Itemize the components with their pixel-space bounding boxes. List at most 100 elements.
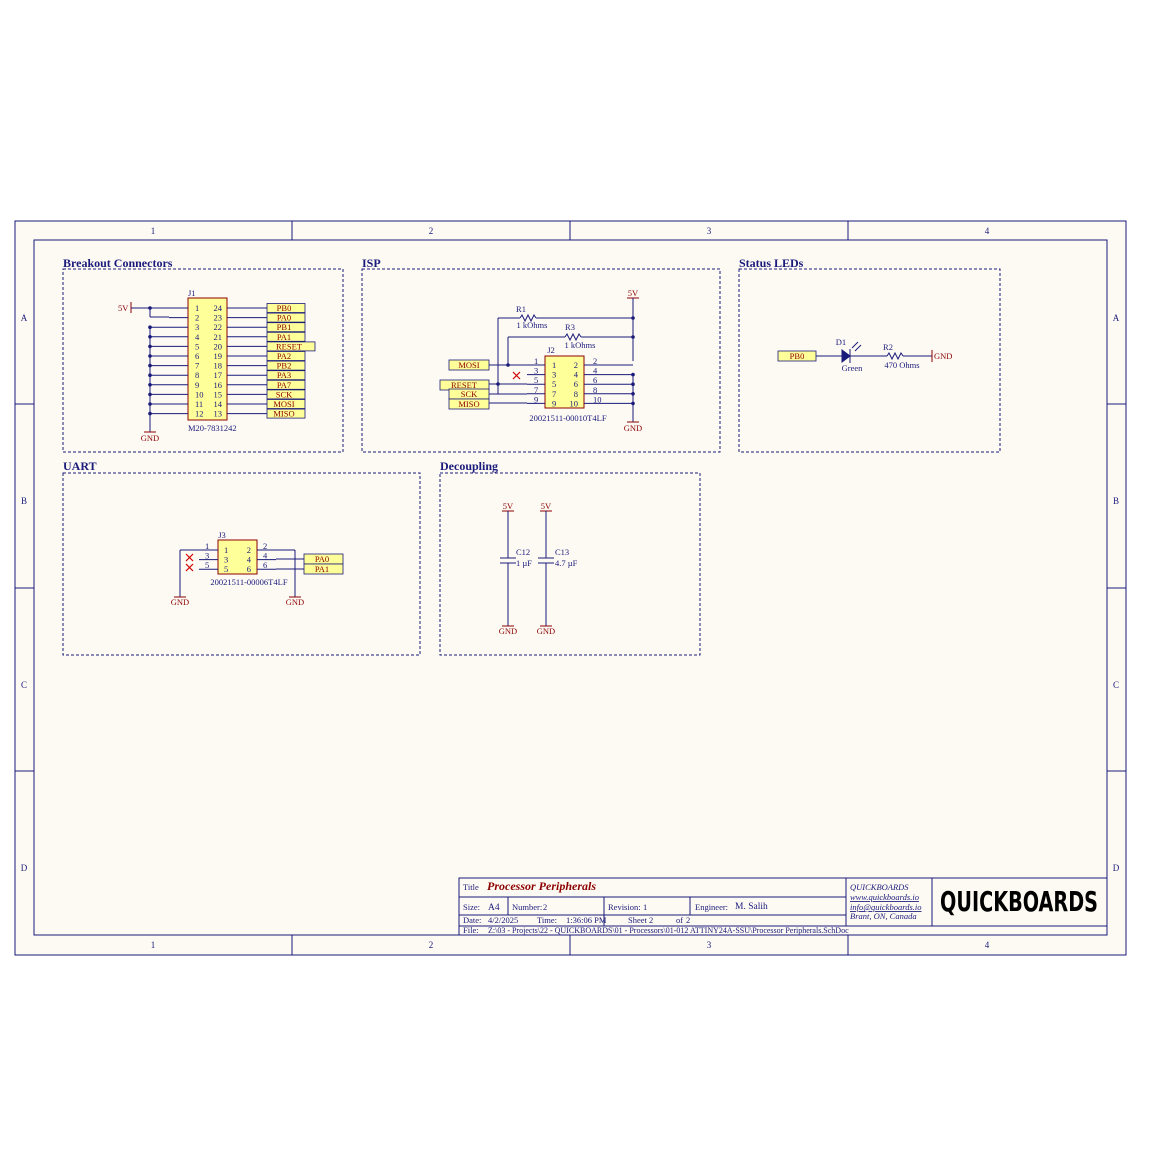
zone-col-1-top: 1 — [151, 226, 156, 236]
r3-value: 1 kOhms — [565, 340, 596, 350]
zone-dividers — [15, 221, 1126, 955]
zone-row-d-left: D — [21, 863, 28, 873]
tb-title: Processor Peripherals — [487, 879, 596, 893]
j1-port-label: MISO — [273, 409, 294, 419]
isp-junction-r1 — [631, 316, 635, 320]
j1-port-label: PA7 — [277, 380, 291, 390]
isp-port-mosi-label: MOSI — [458, 360, 479, 370]
j1-port-miso — [266, 408, 306, 419]
c13-power-label: 5V — [541, 501, 552, 511]
tb-time-label: Time: — [537, 915, 557, 925]
uart-frame — [62, 472, 421, 656]
j1-pin-right-20: 20 — [214, 341, 223, 351]
tb-number: 2 — [543, 902, 547, 912]
r1-resistor — [519, 313, 537, 323]
j1-port-label: PB0 — [277, 303, 292, 313]
status-port-pb0-label: PB0 — [790, 351, 805, 361]
j1-pin-right-13: 13 — [214, 409, 223, 419]
status-section: Status LEDs PB0 D1 Green R2 470 Ohms GND — [738, 256, 1001, 453]
j1-pin-left-12: 12 — [195, 409, 204, 419]
tb-number-label: Number: — [512, 902, 542, 912]
j3-pin-outer-right-6: 6 — [263, 560, 267, 570]
j2-pin-outer-left-5: 5 — [534, 375, 538, 385]
j2-pin-outer-right-4: 4 — [593, 366, 598, 376]
j1-pin-right-19: 19 — [214, 351, 223, 361]
j2-pin-outer-left-9: 9 — [534, 394, 538, 404]
j3-part: 20021511-00006T4LF — [210, 577, 287, 587]
tb-revision: 1 — [643, 902, 647, 912]
c13-name: C13 — [555, 547, 569, 557]
j3-designator: J3 — [218, 530, 226, 540]
j2-pin-inner-right-10: 10 — [570, 398, 579, 408]
decoupling-section: Decoupling 5V GND C12 1 µF 5V GND C13 4.… — [439, 459, 701, 656]
tb-engineer-label: Engineer: — [695, 902, 728, 912]
j1-pin-left-10: 10 — [195, 389, 204, 399]
j1-pin-right-24: 24 — [214, 303, 223, 313]
tb-sheet-label: Sheet — [628, 915, 648, 925]
j2-pin-inner-right-4: 4 — [574, 370, 579, 380]
uart-title: UART — [63, 459, 97, 473]
d1-led-symbol — [841, 349, 851, 363]
isp-port-reset-label: RESET — [451, 380, 478, 390]
j3-pin-inner-left-1: 1 — [224, 545, 228, 555]
j2-pin-inner-left-3: 3 — [552, 370, 556, 380]
isp-port-sck-label: SCK — [461, 389, 478, 399]
tb-date: 4/2/2025 — [488, 915, 518, 925]
tb-location: Brant, ON, Canada — [850, 911, 917, 921]
j3-pin-outer-right-2: 2 — [263, 541, 267, 551]
breakout-title: Breakout Connectors — [63, 256, 173, 270]
j3-nc-3b — [185, 553, 194, 562]
j1-pin-left-9: 9 — [195, 380, 199, 390]
r3-name: R3 — [565, 322, 575, 332]
zone-row-c-left: C — [21, 680, 27, 690]
j3-body — [217, 539, 258, 575]
zone-row-a-left: A — [21, 313, 28, 323]
j1-port-label: RESET — [276, 341, 303, 351]
j1-port-label: PA0 — [277, 313, 291, 323]
uart-port-pa0-label: PA0 — [315, 554, 329, 564]
status-frame — [738, 268, 1001, 453]
j3-pin-outer-left-3: 3 — [205, 551, 209, 561]
j3-pin-inner-right-4: 4 — [247, 555, 252, 565]
j1-port-label: PA1 — [277, 332, 291, 342]
tb-website[interactable]: www.quickboards.io — [850, 892, 919, 902]
tb-of: 2 — [686, 915, 690, 925]
j3-nc-5b — [185, 563, 194, 572]
j3-pin-inner-left-3: 3 — [224, 555, 228, 565]
j1-port-label: MOSI — [273, 399, 294, 409]
tb-email[interactable]: info@quickboards.io — [850, 902, 922, 912]
r2-resistor — [886, 351, 904, 361]
d1-emit-arrow-b — [854, 344, 862, 352]
decoupling-frame — [439, 472, 701, 656]
tb-time: 1:36:06 PM — [566, 915, 607, 925]
isp-power-label: 5V — [628, 288, 639, 298]
r2-value: 470 Ohms — [884, 360, 919, 370]
c12-name: C12 — [516, 547, 530, 557]
j2-pin-outer-right-2: 2 — [593, 356, 597, 366]
j1-port-sck — [266, 389, 306, 400]
j1-port-label: PB2 — [277, 361, 292, 371]
j2-pin-inner-left-9: 9 — [552, 398, 556, 408]
j1-port-pa7 — [266, 379, 306, 390]
breakout-frame — [62, 268, 344, 453]
j1-pin-right-18: 18 — [214, 361, 223, 371]
j1-port-pa1 — [266, 331, 306, 342]
j1-pin-left-2: 2 — [195, 313, 199, 323]
title-block: Title Processor Peripherals Size: A4 Num… — [458, 877, 1108, 936]
j1-power-label: 5V — [118, 303, 129, 313]
j1-power-junction — [148, 306, 152, 310]
zone-row-d-right: D — [1113, 863, 1120, 873]
j3-pin-outer-left-5: 5 — [205, 560, 209, 570]
d1-emit-arrow-a — [851, 341, 859, 349]
j3-pin-inner-right-2: 2 — [247, 545, 251, 555]
r1-name: R1 — [516, 304, 526, 314]
tb-date-label: Date: — [463, 915, 481, 925]
r2-name: R2 — [883, 342, 893, 352]
tb-title-label: Title — [463, 882, 479, 892]
j1-pin-right-14: 14 — [214, 399, 223, 409]
j1-pin-right-16: 16 — [214, 380, 223, 390]
j3-pin-inner-left-5: 5 — [224, 564, 228, 574]
j1-port-label: SCK — [276, 389, 293, 399]
